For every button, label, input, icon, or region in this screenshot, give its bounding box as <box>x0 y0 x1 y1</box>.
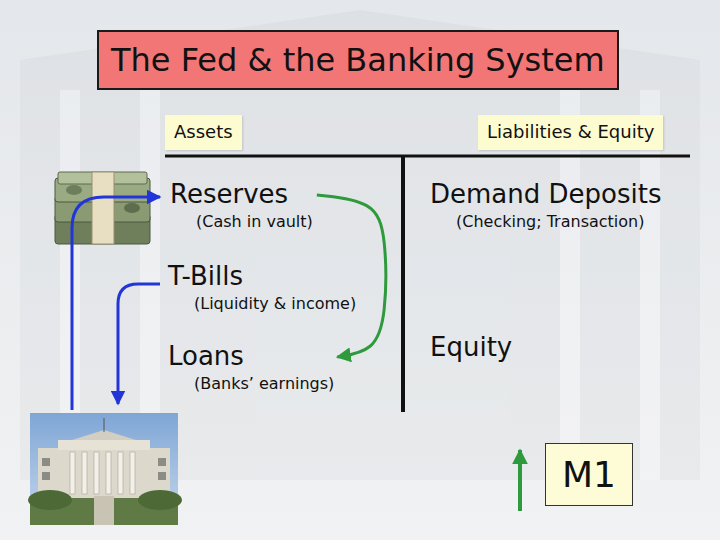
faded-building-photo <box>20 10 700 480</box>
account-note: (Checking; Transaction) <box>456 212 661 231</box>
account-item: Loans <box>168 342 334 372</box>
money-stack-icon <box>55 172 150 244</box>
increase-arrow <box>518 450 522 511</box>
column-header: Assets <box>174 121 233 144</box>
account-entry: Loans (Banks’ earnings) <box>168 342 334 393</box>
account-note: (Liquidity & income) <box>194 294 356 313</box>
t-account-divider <box>401 156 405 412</box>
account-item: T-Bills <box>168 262 356 292</box>
account-item: Reserves <box>170 180 313 210</box>
column-header-box: Assets <box>165 115 242 150</box>
account-note: (Banks’ earnings) <box>194 374 334 393</box>
box-label: M1 <box>562 454 616 495</box>
title-banner: The Fed & the Banking System <box>97 30 619 90</box>
money-supply-box: M1 <box>545 443 633 506</box>
fed-building-picture <box>28 413 182 525</box>
column-header-box: Liabilities & Equity <box>478 115 663 150</box>
t-bill-flow-arrow <box>118 284 160 404</box>
column-header: Liabilities & Equity <box>487 121 654 144</box>
reserve-flow-arrow <box>72 197 160 410</box>
account-item: Equity <box>430 333 512 363</box>
account-item: Demand Deposits <box>430 180 661 210</box>
account-note: (Cash in vault) <box>196 212 313 231</box>
account-entry: Reserves (Cash in vault) <box>170 180 313 231</box>
account-entry: T-Bills (Liquidity & income) <box>168 262 356 313</box>
t-account-rule <box>165 155 690 158</box>
title-text: The Fed & the Banking System <box>111 40 605 80</box>
flow-arrow <box>317 195 386 357</box>
account-entry: Equity <box>430 333 512 363</box>
account-entry: Demand Deposits (Checking; Transaction) <box>430 180 661 231</box>
